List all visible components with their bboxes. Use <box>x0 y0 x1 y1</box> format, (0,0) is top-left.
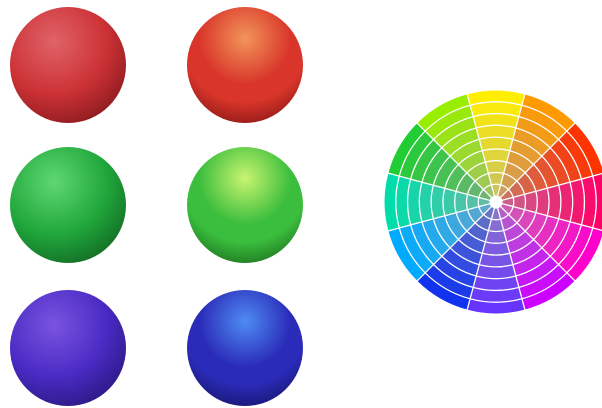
blue-glossy-sphere <box>187 290 303 406</box>
color-wheel <box>384 90 602 314</box>
color-wheel-cell <box>476 265 516 279</box>
color-wheel-cell <box>443 188 456 215</box>
color-wheel-cell <box>473 276 519 290</box>
color-wheel-cell <box>479 253 513 267</box>
color-wheel-cell <box>431 185 445 219</box>
color-wheel-cell <box>482 149 509 162</box>
color-wheel-center <box>490 196 502 208</box>
color-wheel-cell <box>536 188 549 215</box>
color-wheel-cell <box>485 161 506 174</box>
color-wheel-cell <box>419 182 433 222</box>
color-wheel-cell <box>485 231 506 244</box>
color-wheel-cell <box>482 242 509 255</box>
color-wheel-cell <box>455 191 468 212</box>
red-matte-sphere <box>10 7 126 123</box>
color-wheel-cell <box>408 179 422 225</box>
color-wheel-cell <box>570 179 584 225</box>
green-matte-sphere <box>10 147 126 263</box>
color-wheel-cell <box>479 137 513 151</box>
red-glossy-sphere <box>187 7 303 123</box>
color-wheel-cell <box>476 125 516 139</box>
color-wheel-cell <box>547 185 561 219</box>
color-wheel-cell <box>525 191 538 212</box>
color-wheel-cell <box>473 114 519 128</box>
green-glossy-sphere <box>187 147 303 263</box>
blue-matte-sphere <box>10 290 126 406</box>
color-wheel-cell <box>559 182 573 222</box>
